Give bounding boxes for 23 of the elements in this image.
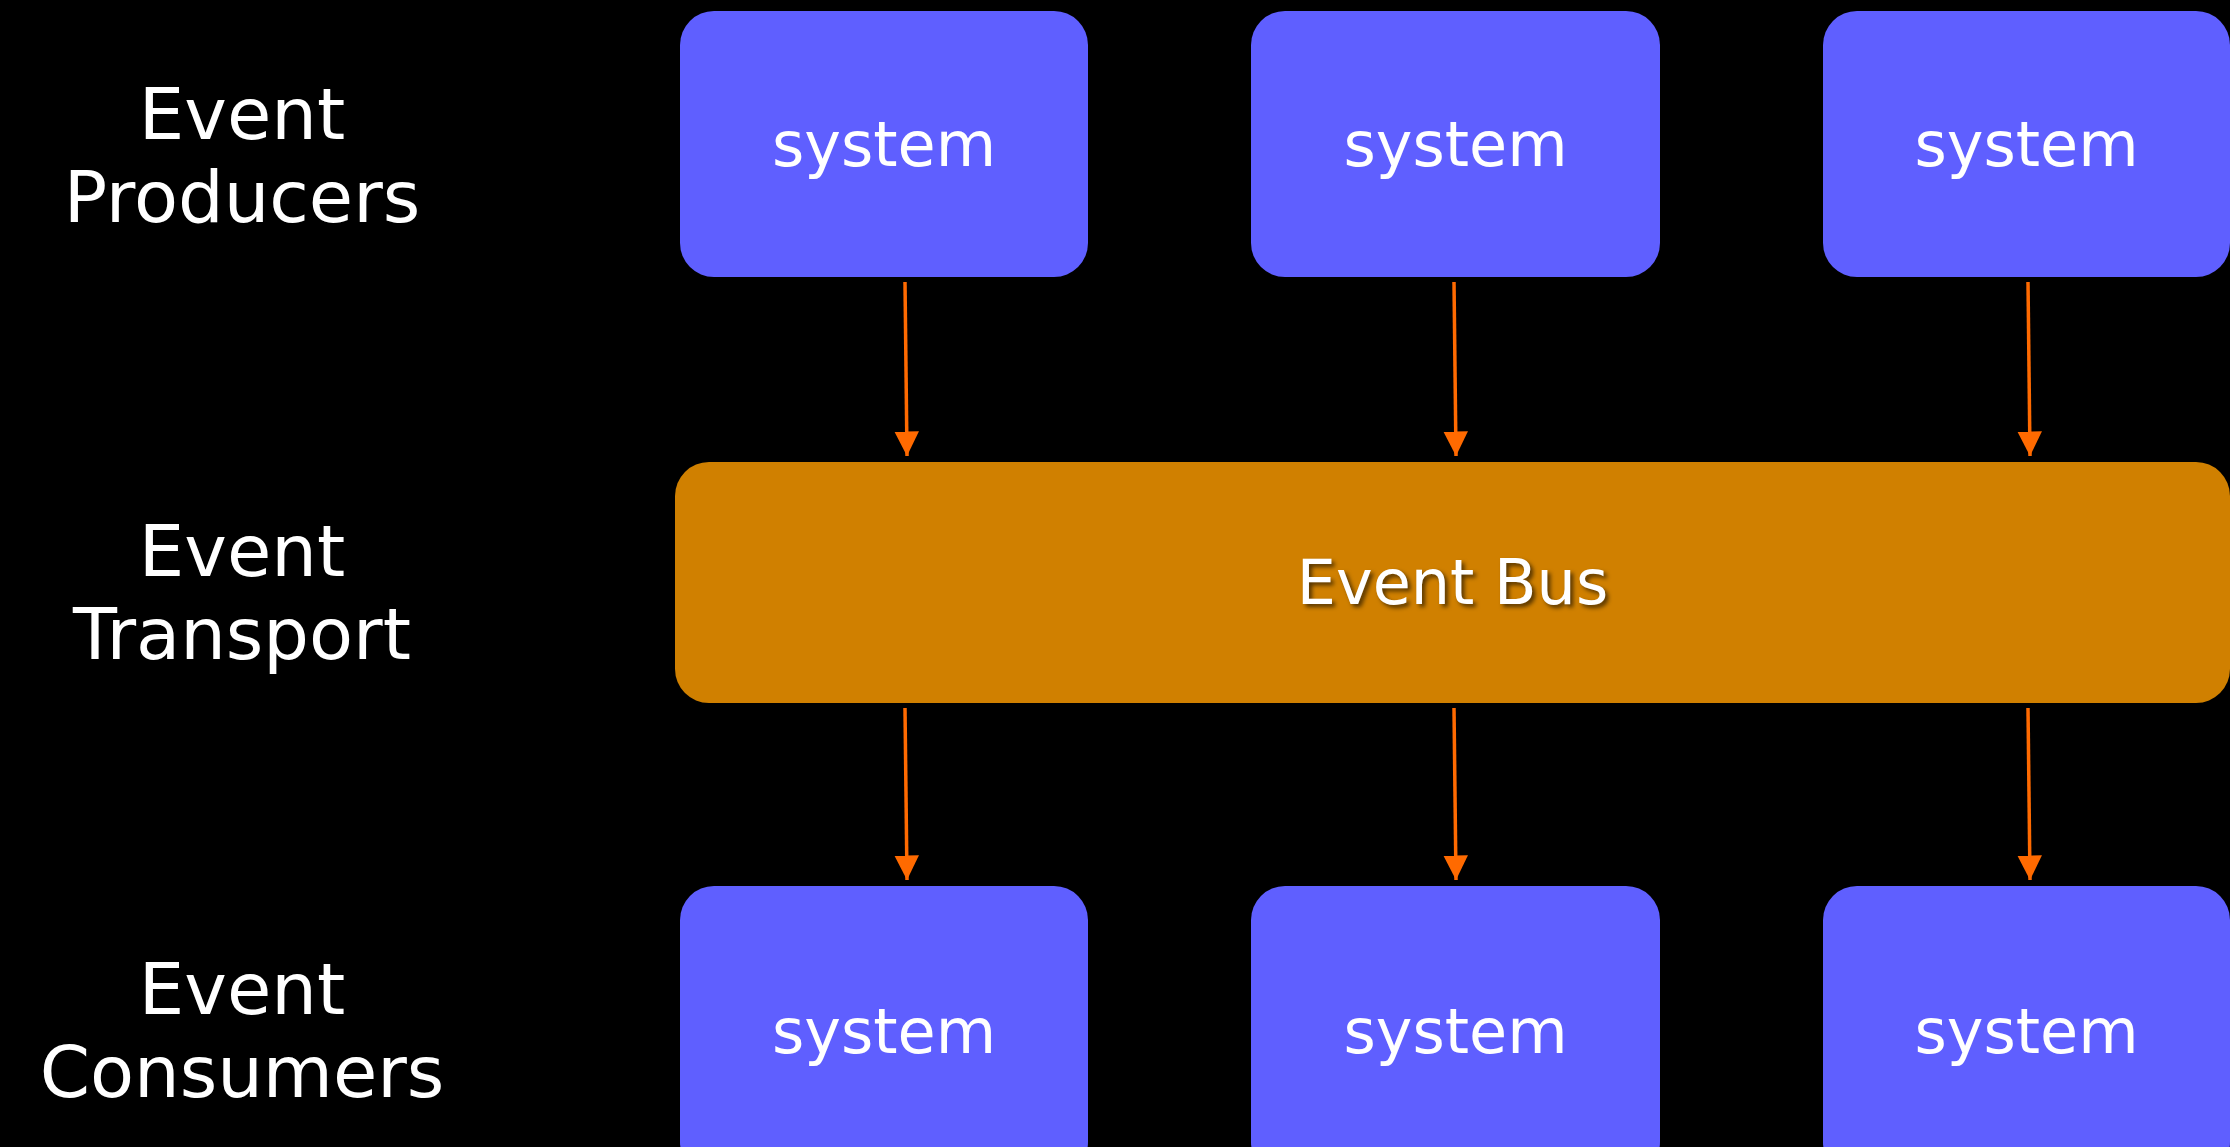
arrow xyxy=(2017,282,2042,456)
box-label: system xyxy=(1914,994,2139,1068)
arrow xyxy=(894,282,919,456)
arrow xyxy=(1443,282,1468,456)
arrow xyxy=(2017,708,2042,880)
event-bus-box xyxy=(675,462,2230,703)
system-box xyxy=(1251,11,1660,277)
box-label: system xyxy=(771,107,997,181)
arrow xyxy=(1443,708,1468,880)
box-label: system xyxy=(771,994,997,1068)
system-box xyxy=(1251,886,1660,1147)
arrow xyxy=(894,708,919,880)
system-box xyxy=(1823,886,2230,1147)
system-box xyxy=(680,11,1088,277)
box-label: system xyxy=(1343,994,1568,1068)
box-label: system xyxy=(1914,107,2139,181)
box-label: system xyxy=(1343,107,1568,181)
box-label: Event Bus xyxy=(1296,546,1609,619)
system-box xyxy=(1823,11,2230,277)
system-box xyxy=(680,886,1088,1147)
row-heading: Event Consumers xyxy=(38,948,446,1114)
row-heading: Event Producers xyxy=(62,73,422,239)
row-heading: Event Transport xyxy=(71,510,412,676)
